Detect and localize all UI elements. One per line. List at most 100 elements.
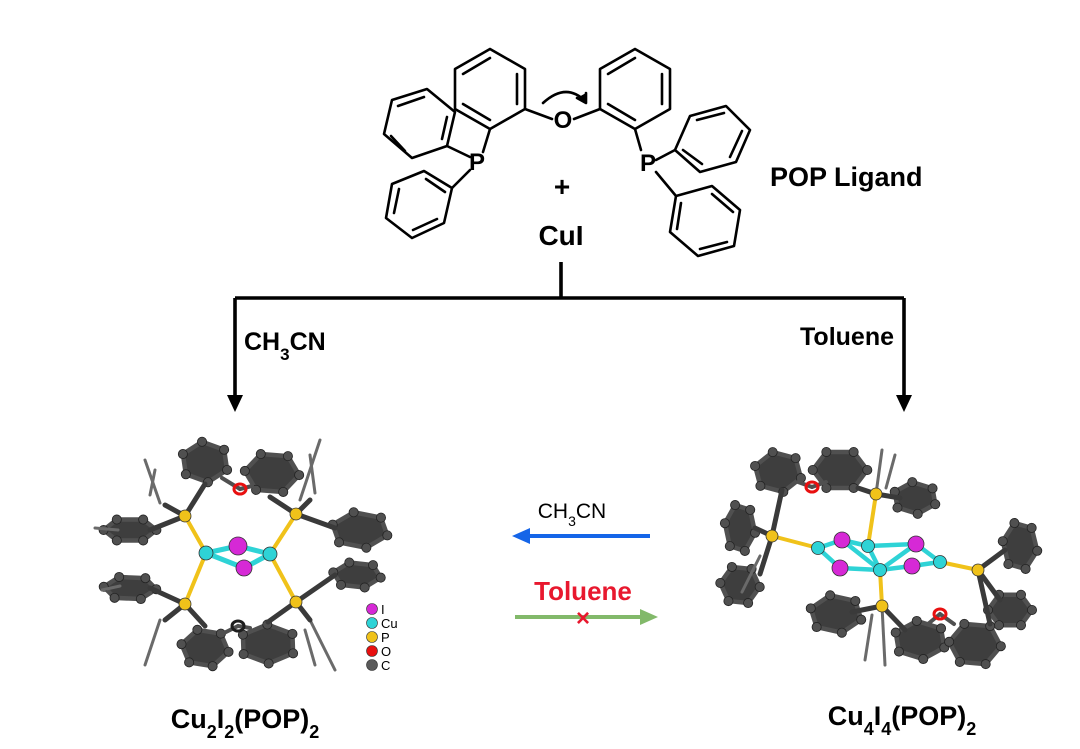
carbon-atom xyxy=(821,446,832,457)
carbon-atom xyxy=(767,447,778,458)
bond-p-phenyl-left-top xyxy=(445,144,472,159)
carbon-atom xyxy=(184,657,195,668)
carbon-atom xyxy=(848,446,859,457)
ring-left-backbone-double xyxy=(461,56,492,76)
bond xyxy=(796,480,814,489)
bond xyxy=(757,533,775,577)
legend-label-o: O xyxy=(381,644,391,659)
carbon-atom xyxy=(715,578,726,589)
carbon-atom xyxy=(361,542,372,553)
carbon-atom xyxy=(811,622,822,633)
carbon-atom xyxy=(348,507,359,518)
carbon-atom xyxy=(836,627,847,638)
carbon-atom xyxy=(719,518,730,529)
reverse-solvent-label: Toluene xyxy=(534,576,632,606)
blocked-mark: × xyxy=(576,605,590,632)
carbon-atom xyxy=(1009,518,1020,529)
carbon-atom xyxy=(1032,545,1043,556)
bond-ring-p-left xyxy=(481,127,492,154)
carbon-atom xyxy=(954,656,965,667)
bond xyxy=(220,624,240,636)
iodine-atom xyxy=(831,559,849,577)
phosphorus-atom xyxy=(971,563,985,577)
branch-arrows xyxy=(233,262,906,402)
carbon-atom xyxy=(927,483,938,494)
phenyl-left-top xyxy=(382,87,457,160)
ring-right-backbone xyxy=(598,47,672,131)
carbon-atom xyxy=(138,514,149,525)
carbon-atom xyxy=(724,541,735,552)
carbon-atom xyxy=(375,572,386,583)
phenyl-left-bottom xyxy=(384,169,454,240)
carbon-atom xyxy=(755,480,766,491)
carbon-atom xyxy=(335,579,346,590)
carbon-atom xyxy=(745,504,756,515)
bond xyxy=(293,572,338,605)
phenyl-right-top-double xyxy=(728,129,744,159)
ring-right-backbone-double xyxy=(606,102,637,122)
ring-left-backbone xyxy=(453,47,527,131)
carbon-atom xyxy=(288,648,299,659)
phenyl-edge-on xyxy=(143,618,162,667)
carbon-atom xyxy=(222,464,233,475)
phenyl-edge-on xyxy=(308,618,337,672)
bond xyxy=(293,511,338,531)
carbon-atom xyxy=(997,536,1008,547)
carbon-atom xyxy=(726,561,737,572)
carbon-atom xyxy=(140,573,151,584)
phosphorus-atom xyxy=(875,599,889,613)
bond xyxy=(975,567,993,627)
iodine-atom xyxy=(907,535,925,553)
bond xyxy=(770,534,820,550)
iodine-atom xyxy=(833,531,851,549)
atom-label-o: O xyxy=(554,107,573,134)
legend-label-c: C xyxy=(381,658,390,673)
bond xyxy=(220,476,242,491)
carbon-atom xyxy=(192,624,203,635)
arrow-left-head xyxy=(227,395,243,412)
carbon-atom xyxy=(890,627,901,638)
solvent-left-label: CH3CN xyxy=(244,328,326,364)
carbon-atom xyxy=(176,639,187,650)
phenyl-left-top-double xyxy=(396,95,426,108)
carbon-atom xyxy=(1020,563,1031,574)
phenyl-edge-on xyxy=(884,453,897,490)
carbon-atom xyxy=(959,618,970,629)
bond-p-phenyl-left-bottom xyxy=(450,168,472,190)
carbon-atom xyxy=(263,658,274,669)
cu2i2-pop2-crystal-structure xyxy=(93,436,393,672)
carbon-atom xyxy=(730,500,741,511)
solvent-right-label: Toluene xyxy=(800,323,894,351)
carbon-atom xyxy=(111,514,122,525)
carbon-atom xyxy=(197,436,208,447)
iodine-atom xyxy=(235,559,253,577)
atom-label-p-left: P xyxy=(469,149,485,176)
carbon-atom xyxy=(375,512,386,523)
phenyl-edge-on xyxy=(874,448,884,496)
legend-swatch-p xyxy=(366,631,378,643)
cu4i4-pop2-crystal-structure xyxy=(715,446,1043,670)
bond xyxy=(268,552,298,604)
carbon-atom xyxy=(135,594,146,605)
phenyl-right-top xyxy=(673,104,752,174)
carbon-atom xyxy=(223,646,234,657)
oxygen-atom xyxy=(932,607,948,621)
arrow-to-cu2i2-head xyxy=(512,528,530,544)
bond-o-c-right xyxy=(572,107,602,121)
carbon-atom xyxy=(1027,605,1038,616)
carbon-atom xyxy=(944,636,955,647)
carbon-atom xyxy=(382,530,393,541)
oxygen-atom xyxy=(804,480,820,494)
carbon-atom xyxy=(723,596,734,607)
carbon-atom xyxy=(138,535,149,546)
carbon-atom xyxy=(743,598,754,609)
copper-atom xyxy=(262,546,278,562)
phosphorus-atom xyxy=(869,487,883,501)
copper-atom xyxy=(933,555,947,569)
phenyl-left-bottom-double xyxy=(392,187,401,215)
carbon-atom xyxy=(219,444,230,455)
phosphorus-atom xyxy=(178,509,192,523)
arrow-to-cu4i4-head xyxy=(640,609,658,625)
